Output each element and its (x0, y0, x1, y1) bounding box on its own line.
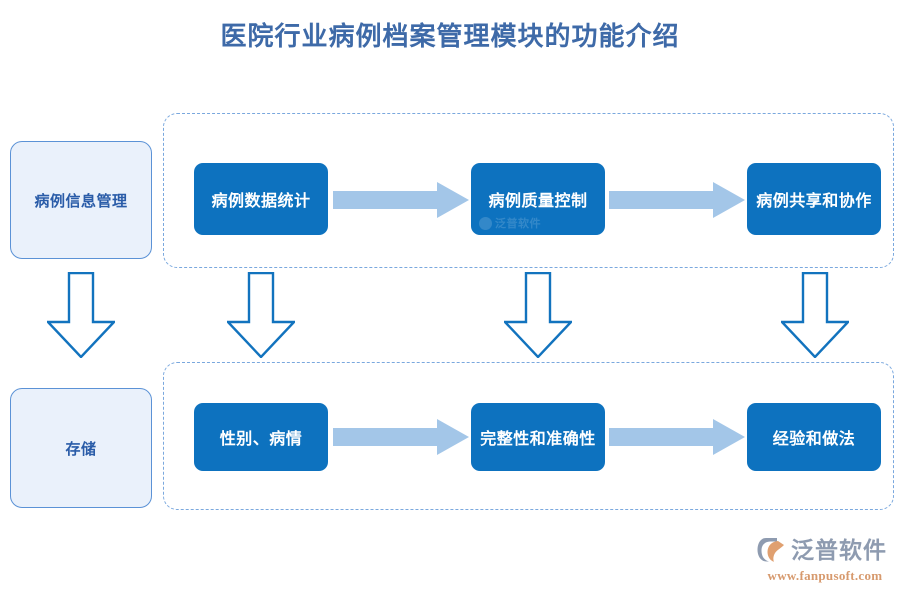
process-box-case-data-statistics[interactable]: 病例数据统计 (194, 163, 328, 235)
brand-watermark: 泛普软件 www.fanpusoft.com (757, 534, 893, 592)
inline-brand-watermark: 泛普软件 (479, 215, 541, 231)
down-arrow-icon (781, 272, 849, 358)
category-box-case-info-management[interactable]: 病例信息管理 (10, 141, 152, 259)
process-box-gender-condition[interactable]: 性别、病情 (194, 403, 328, 471)
right-arrow-icon (609, 419, 745, 455)
right-arrow-icon (609, 182, 745, 218)
down-arrow-icon (47, 272, 115, 358)
brand-mark-icon (479, 216, 492, 230)
brand-name: 泛普软件 (791, 536, 887, 563)
right-arrow-icon (333, 419, 469, 455)
group-container-bottom (163, 362, 894, 510)
category-label: 存储 (65, 440, 97, 458)
process-box-label: 完整性和准确性 (480, 431, 596, 448)
group-container-top (163, 113, 894, 268)
category-label: 病例信息管理 (34, 192, 128, 210)
right-arrow-icon (333, 182, 469, 218)
brand-row: 泛普软件 (757, 534, 893, 566)
down-arrow-icon (504, 272, 572, 358)
brand-url: www.fanpusoft.com (767, 568, 883, 583)
process-box-label: 性别、病情 (219, 431, 303, 448)
page-title: 医院行业病例档案管理模块的功能介绍 (220, 21, 680, 51)
inline-brand-watermark-text: 泛普软件 (495, 218, 541, 230)
process-box-label: 病例数据统计 (211, 193, 311, 210)
down-arrow-icon (227, 272, 295, 358)
process-box-label: 病例质量控制 (488, 193, 588, 210)
category-box-storage[interactable]: 存储 (10, 388, 152, 508)
process-box-case-quality-control[interactable]: 病例质量控制 泛普软件 (471, 163, 605, 235)
process-box-case-sharing-collaboration[interactable]: 病例共享和协作 (747, 163, 881, 235)
process-box-completeness-accuracy[interactable]: 完整性和准确性 (471, 403, 605, 471)
process-box-label: 经验和做法 (772, 431, 856, 448)
fanpu-logo-icon (757, 538, 784, 562)
process-box-label: 病例共享和协作 (756, 193, 872, 210)
process-box-experience-practice[interactable]: 经验和做法 (747, 403, 881, 471)
